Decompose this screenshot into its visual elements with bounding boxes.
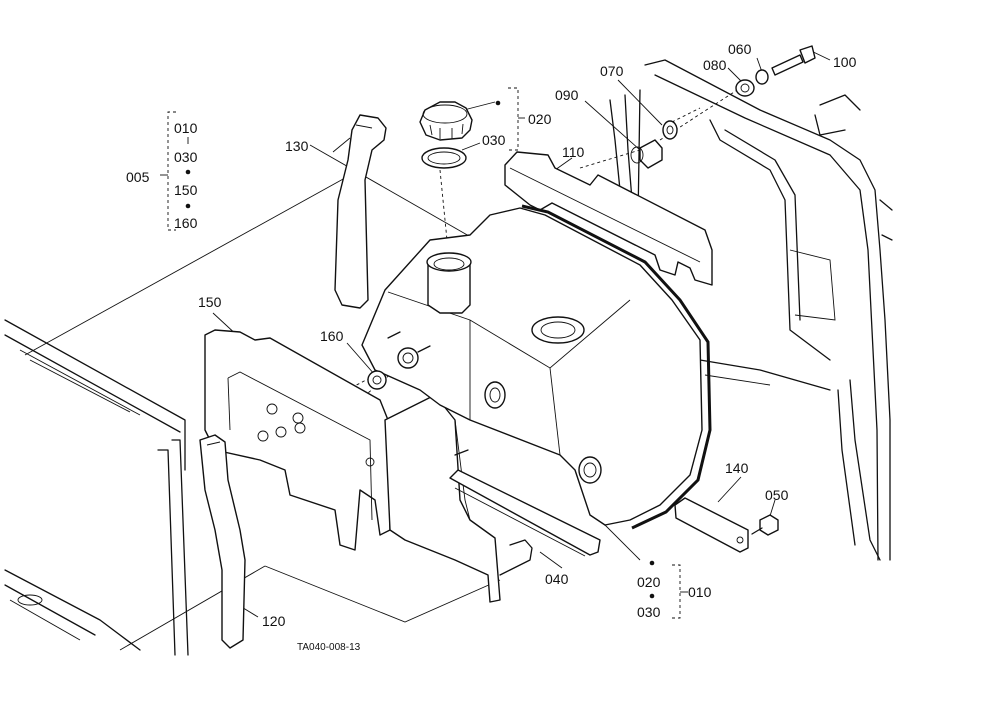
callout-010: 010 [688, 584, 712, 600]
callout-160: 160 [174, 215, 198, 231]
top-bracket-110 [504, 151, 713, 286]
callout-040: 040 [545, 571, 569, 587]
callout-150: 150 [174, 182, 198, 198]
strap-140 [674, 497, 749, 553]
group-bracket-020 [495, 87, 525, 151]
callout-130: 130 [285, 138, 309, 154]
fuel-tank [361, 204, 712, 530]
callout-120: 120 [262, 613, 286, 629]
callout-030: 030 [174, 149, 198, 165]
strap-120 [199, 434, 246, 649]
filler-cap-020 [419, 101, 473, 141]
callout-090: 090 [555, 87, 579, 103]
callout-005: 005 [126, 169, 150, 185]
callout-010: 010 [174, 120, 198, 136]
tank-plate-040 [449, 469, 601, 557]
tank-strap-130 [334, 114, 387, 309]
drawing-reference: TA040-008-13 [297, 642, 361, 653]
channel-panel-150 [204, 329, 391, 551]
group-bracket-010 [649, 560, 688, 619]
grommet-160 [367, 370, 387, 390]
callout-030: 030 [637, 604, 661, 620]
callout-160: 160 [320, 328, 344, 344]
callout-140: 140 [725, 460, 749, 476]
bolt-050 [751, 514, 779, 536]
callout-100: 100 [833, 54, 857, 70]
group-bracket-005 [160, 111, 191, 231]
fastener-stack [630, 45, 816, 169]
callout-050: 050 [765, 487, 789, 503]
gasket-030 [421, 147, 467, 169]
callout-110: 110 [562, 144, 585, 160]
callout-labels: 005 010 030 150 160 130 030 020 090 070 … [126, 41, 857, 653]
callout-030: 030 [482, 132, 506, 148]
callout-020: 020 [528, 111, 552, 127]
floor-plate [384, 394, 533, 603]
callout-020: 020 [637, 574, 661, 590]
callout-060: 060 [728, 41, 752, 57]
callout-080: 080 [703, 57, 727, 73]
callout-070: 070 [600, 63, 624, 79]
chassis-frame-left [4, 319, 189, 656]
callout-150: 150 [198, 294, 222, 310]
cab-frame-right [609, 59, 893, 561]
